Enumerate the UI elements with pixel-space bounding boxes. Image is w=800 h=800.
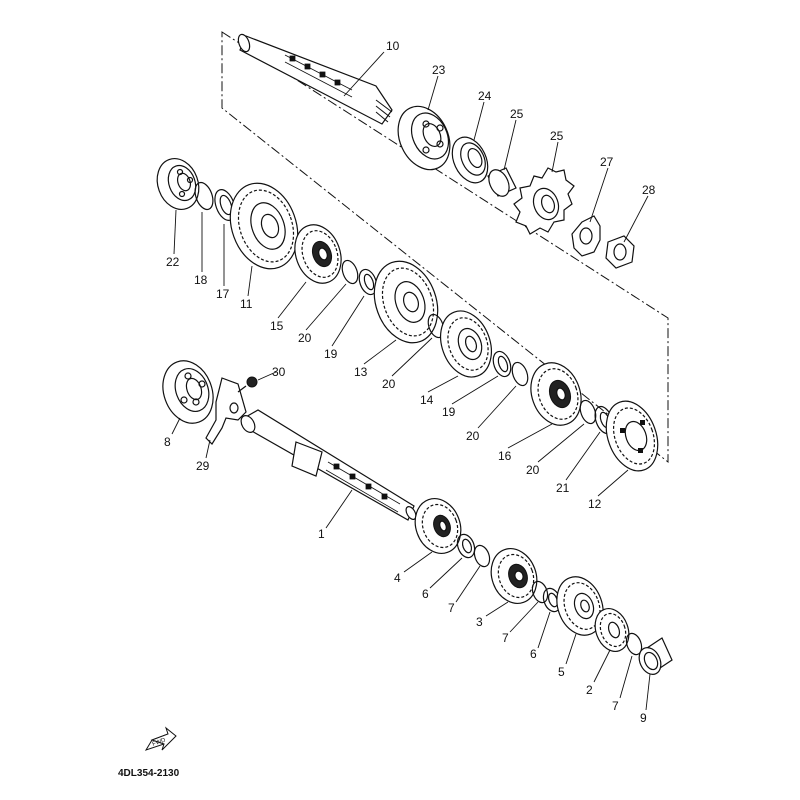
gear-16: [530, 362, 582, 426]
lock-washer-27: [571, 215, 601, 257]
part-label-1: 1: [318, 527, 325, 541]
gear-12: [605, 400, 659, 472]
gear-15: [294, 224, 342, 284]
gear-4: [414, 498, 462, 554]
drive-sprocket-25: [513, 167, 575, 235]
part-label-19: 19: [442, 405, 456, 419]
part-label-20: 20: [526, 463, 540, 477]
part-label-14: 14: [420, 393, 434, 407]
part-label-4: 4: [394, 571, 401, 585]
bearing-23: [397, 105, 451, 171]
part-label-20: 20: [298, 331, 312, 345]
part-label-5: 5: [558, 665, 565, 679]
circlip-20: [579, 399, 597, 425]
part-label-20: 20: [382, 377, 396, 391]
part-label-3: 3: [476, 615, 483, 629]
part-label-29: 29: [196, 459, 210, 473]
circlip-20: [511, 361, 529, 387]
drive-axle-10: [237, 33, 393, 125]
gear-13: [373, 260, 439, 344]
part-label-15: 15: [270, 319, 284, 333]
main-axle-1: [240, 409, 417, 521]
gear-3: [490, 548, 538, 604]
oil-seal-24: [451, 136, 489, 184]
part-label-12: 12: [588, 497, 602, 511]
part-label-11: 11: [240, 297, 253, 311]
washer-19: [358, 268, 378, 296]
part-label-7: 7: [612, 699, 619, 713]
gear-5: [556, 576, 604, 636]
gear-11: [229, 182, 299, 270]
fwd-label: FWD: [152, 737, 168, 748]
part-label-21: 21: [556, 481, 570, 495]
bearing-22: [156, 158, 200, 210]
collar-25: [487, 167, 517, 197]
part-label-7: 7: [448, 601, 455, 615]
part-label-9: 9: [640, 711, 647, 725]
bearing-stopper-29: [205, 377, 247, 445]
part-label-20: 20: [466, 429, 480, 443]
diagram-code: 4DL354-2130: [118, 768, 180, 779]
part-label-30: 30: [272, 365, 286, 379]
part-label-8: 8: [164, 435, 171, 449]
part-label-16: 16: [498, 449, 512, 463]
part-label-25: 25: [510, 107, 524, 121]
part-label-17: 17: [216, 287, 230, 301]
nut-28: [605, 235, 635, 269]
circlip-7: [625, 632, 643, 656]
circlip-20: [341, 259, 359, 285]
part-label-27: 27: [600, 155, 614, 169]
screw-30: [237, 376, 258, 393]
forward-arrow-icon: FWD: [144, 726, 177, 751]
part-label-28: 28: [642, 183, 656, 197]
part-label-10: 10: [386, 39, 400, 53]
part-label-7: 7: [502, 631, 509, 645]
part-label-2: 2: [586, 683, 593, 697]
part-label-25: 25: [550, 129, 564, 143]
part-label-18: 18: [194, 273, 208, 287]
part-label-6: 6: [530, 647, 537, 661]
bearing-8: [162, 360, 214, 424]
gear-14: [440, 310, 492, 378]
gear-2: [594, 608, 630, 652]
bearing-9: [638, 637, 673, 675]
part-label-6: 6: [422, 587, 429, 601]
washer-19: [492, 350, 512, 378]
washer-6: [456, 533, 476, 559]
circlip-18: [194, 181, 214, 211]
part-label-13: 13: [354, 365, 368, 379]
leader-lines: [171, 51, 651, 711]
part-label-19: 19: [324, 347, 338, 361]
part-label-23: 23: [432, 63, 446, 77]
part-label-22: 22: [166, 255, 180, 269]
drive-axle-assembly-outline: [221, 31, 669, 464]
part-labels: 10 23 24 25 25 27 28 22 18 17 11 15 20 1…: [164, 39, 656, 725]
circlip-7: [473, 544, 491, 568]
part-label-24: 24: [478, 89, 492, 103]
